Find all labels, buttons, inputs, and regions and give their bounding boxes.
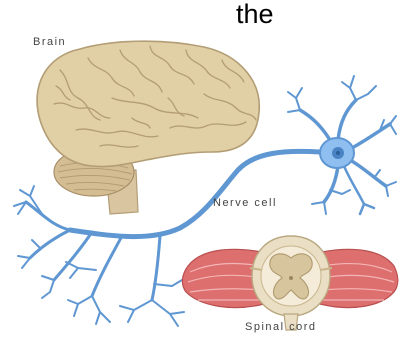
nerve-cell-label: Nerve cell xyxy=(213,198,277,209)
right-muscle xyxy=(320,249,398,307)
spinal-cord-label: Spinal cord xyxy=(245,322,317,333)
heading-word: the xyxy=(236,1,274,28)
cerebrum xyxy=(37,41,259,166)
brain-label: Brain xyxy=(33,37,66,48)
spinal-cord-illustration xyxy=(182,236,397,330)
